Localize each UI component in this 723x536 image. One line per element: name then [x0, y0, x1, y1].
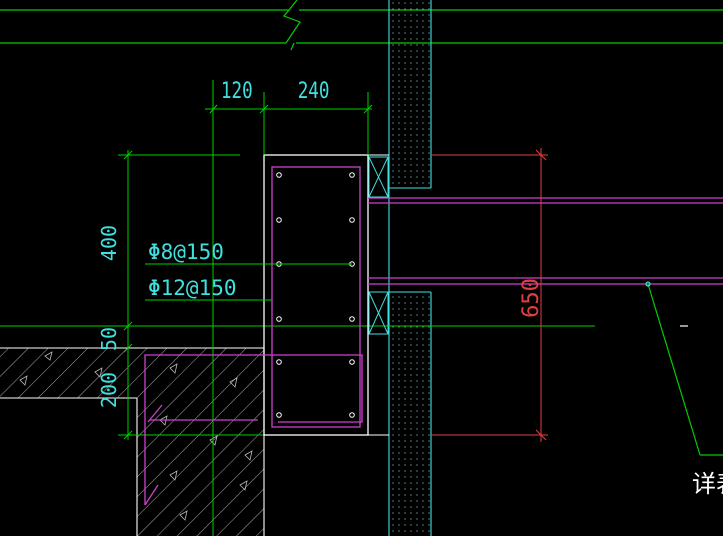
floor-slab: [368, 197, 723, 285]
dimension-text-400: 400: [97, 225, 121, 261]
extension-lines: [0, 80, 595, 536]
rebar-label-longitudinal: Φ12@150: [148, 276, 237, 300]
beam-section: [263, 154, 389, 436]
right-dimension: [431, 148, 548, 442]
top-slab: [0, 0, 723, 51]
joint-symbols: [368, 156, 389, 335]
rebar-cage: [144, 166, 363, 506]
dimension-text-200: 200: [97, 372, 121, 408]
left-dimension: [123, 150, 133, 440]
dimension-text-650: 650: [519, 278, 544, 318]
brick-wall: [388, 0, 432, 536]
rebar-leaders: [145, 263, 352, 301]
top-dimension: [205, 92, 373, 155]
ground-foundation: [0, 347, 265, 536]
dimension-text-240: 240: [298, 78, 330, 103]
detail-leader: [645, 281, 723, 456]
rebar-label-stirrup: Φ8@150: [148, 240, 224, 264]
dimension-text-120: 120: [221, 78, 253, 103]
detail-label: 详表: [692, 470, 723, 498]
dimension-text-50: 50: [97, 327, 121, 351]
